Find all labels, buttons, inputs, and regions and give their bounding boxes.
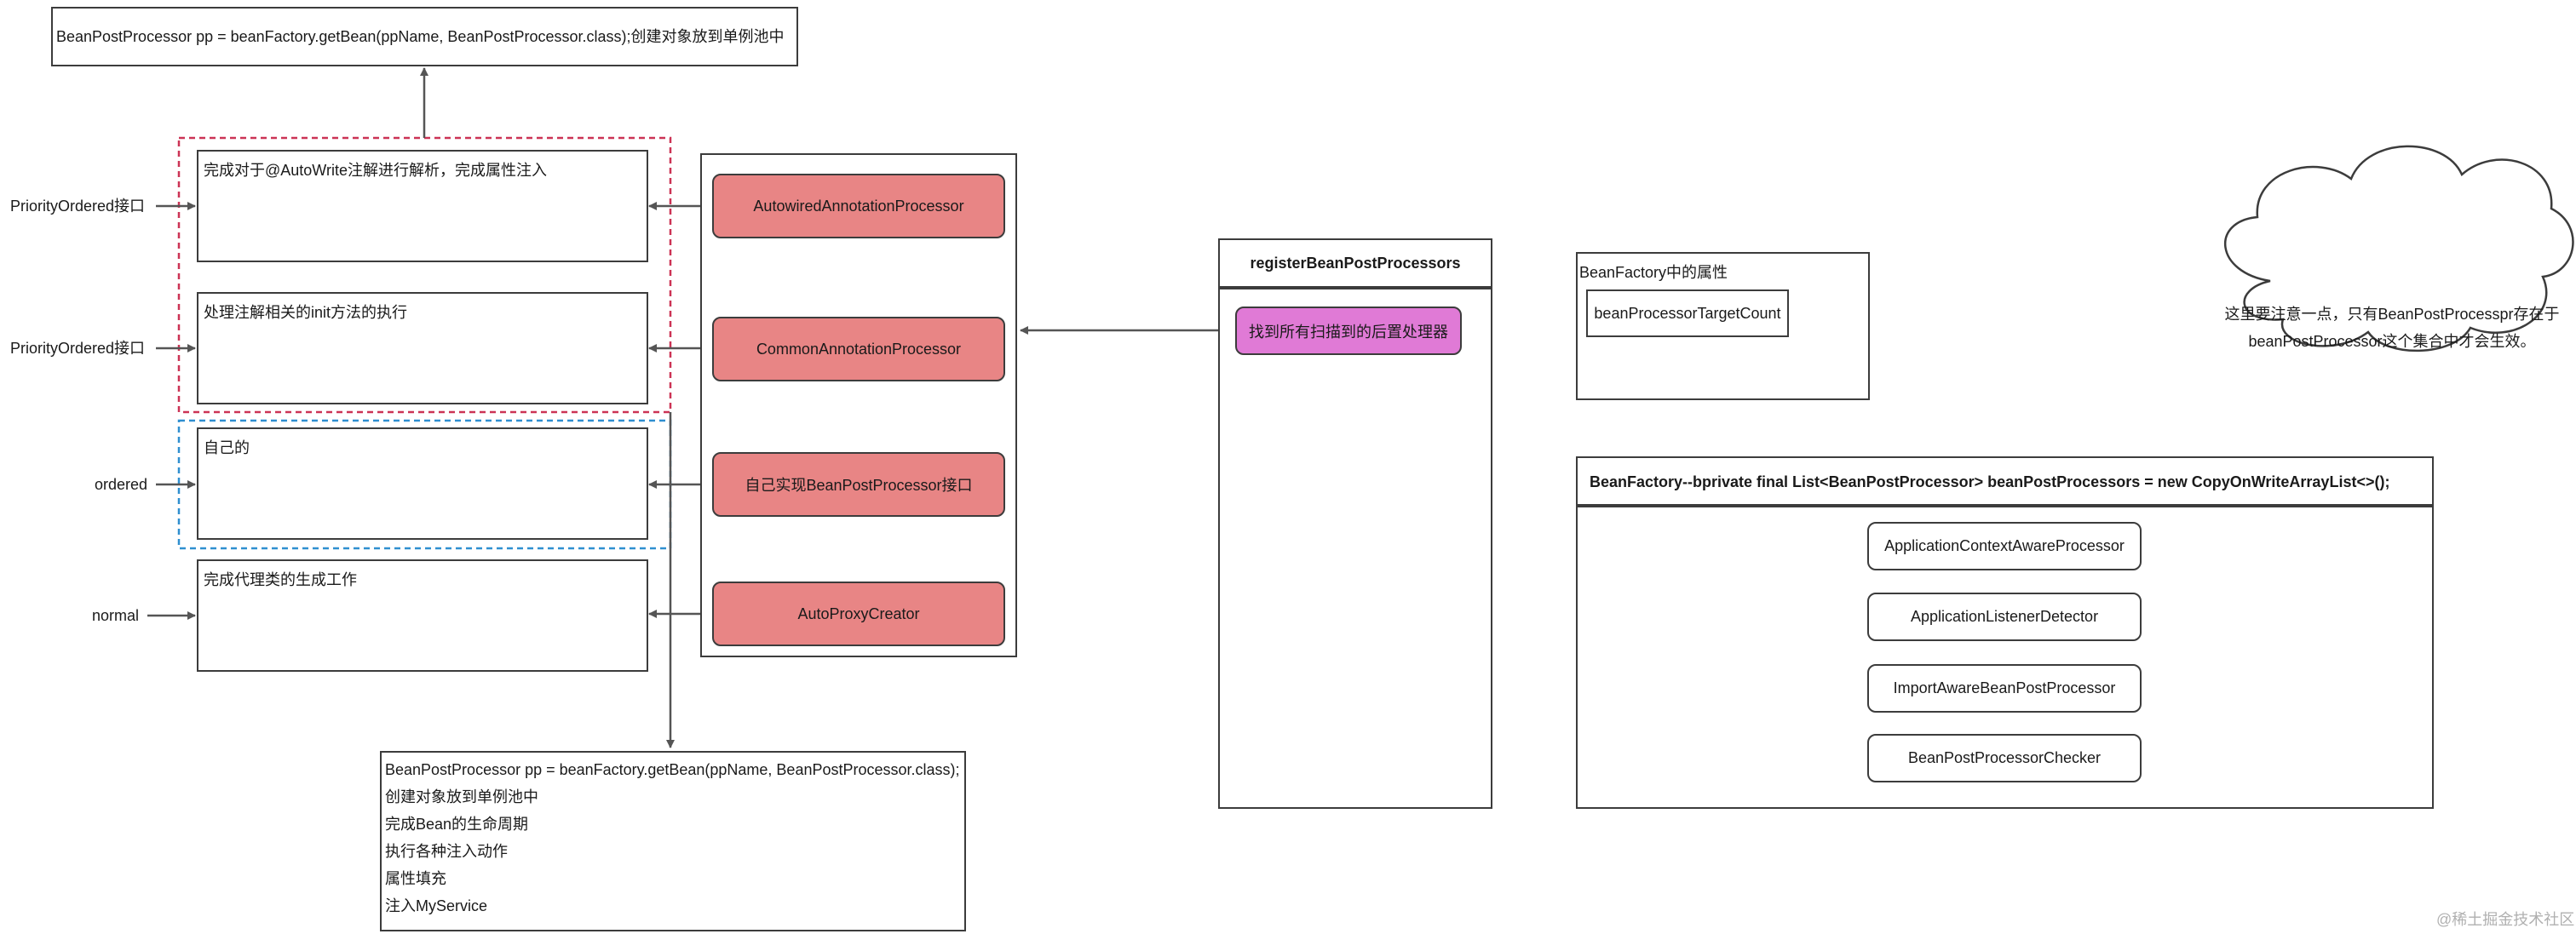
processor-auto-proxy: AutoProxyCreator <box>712 582 1005 646</box>
top-code-box: BeanPostProcessor pp = beanFactory.getBe… <box>51 7 798 66</box>
list-item-application-listener-detector: ApplicationListenerDetector <box>1867 593 2142 641</box>
bean-processor-target-count: beanProcessorTargetCount <box>1586 289 1789 337</box>
list-item-label: ApplicationListenerDetector <box>1910 608 2099 625</box>
top-code-text: BeanPostProcessor pp = beanFactory.getBe… <box>56 28 785 45</box>
processor-label: 自己实现BeanPostProcessor接口 <box>745 477 973 494</box>
bottom-line-1: BeanPostProcessor pp = beanFactory.getBe… <box>385 761 960 778</box>
register-divider <box>1220 286 1491 289</box>
bean-factory-attr-title: BeanFactory中的属性 <box>1579 264 1728 281</box>
stage-box-autowire: 完成对于@AutoWrite注解进行解析，完成属性注入 <box>197 150 648 262</box>
bean-factory-attr-box: BeanFactory中的属性 beanProcessorTargetCount <box>1576 252 1870 400</box>
stage-box-init: 处理注解相关的init方法的执行 <box>197 292 648 404</box>
list-item-label: ApplicationContextAwareProcessor <box>1884 537 2125 554</box>
bottom-line-5: 属性填充 <box>385 870 446 887</box>
processor-label: AutowiredAnnotationProcessor <box>753 197 964 215</box>
stage-text: 自己的 <box>204 439 250 456</box>
bottom-line-3: 完成Bean的生命周期 <box>385 816 529 833</box>
stage-box-own: 自己的 <box>197 427 648 540</box>
list-box-divider <box>1578 504 2432 507</box>
stage-text: 处理注解相关的init方法的执行 <box>204 304 408 321</box>
watermark: @稀土掘金技术社区 <box>2436 911 2575 928</box>
list-item-bean-post-processor-checker: BeanPostProcessorChecker <box>1867 734 2142 782</box>
bottom-code-box: BeanPostProcessor pp = beanFactory.getBe… <box>380 751 966 931</box>
cloud-note: 这里要注意一点，只有BeanPostProcesspr存在于 beanPostP… <box>2213 301 2571 355</box>
processor-label: AutoProxyCreator <box>797 605 920 622</box>
list-item-import-aware: ImportAwareBeanPostProcessor <box>1867 664 2142 713</box>
register-title: registerBeanPostProcessors <box>1250 255 1461 272</box>
processor-label: CommonAnnotationProcessor <box>756 340 962 358</box>
processor-custom: 自己实现BeanPostProcessor接口 <box>712 452 1005 517</box>
list-item-label: ImportAwareBeanPostProcessor <box>1893 679 2116 696</box>
label-ordered: ordered <box>95 476 148 493</box>
bean-processor-target-count-label: beanProcessorTargetCount <box>1594 305 1781 322</box>
bean-post-processors-list-title: BeanFactory--bprivate final List<BeanPos… <box>1590 473 2390 490</box>
list-item-label: BeanPostProcessorChecker <box>1907 749 2102 766</box>
bottom-line-6: 注入MyService <box>385 897 488 914</box>
cloud-note-line-2: beanPostProcessor这个集合中才会生效。 <box>2248 333 2536 350</box>
register-item: 找到所有扫描到的后置处理器 <box>1235 307 1462 355</box>
list-item-application-context-aware: ApplicationContextAwareProcessor <box>1867 522 2142 570</box>
register-item-label: 找到所有扫描到的后置处理器 <box>1249 323 1448 341</box>
processor-common: CommonAnnotationProcessor <box>712 317 1005 381</box>
cloud-shape <box>2224 145 2574 352</box>
stage-text: 完成对于@AutoWrite注解进行解析，完成属性注入 <box>204 162 547 179</box>
stage-box-proxy: 完成代理类的生成工作 <box>197 559 648 672</box>
label-priority-ordered-2: PriorityOrdered接口 <box>10 340 146 357</box>
stage-text: 完成代理类的生成工作 <box>204 571 357 588</box>
bottom-line-2: 创建对象放到单例池中 <box>385 788 538 805</box>
cloud-note-line-1: 这里要注意一点，只有BeanPostProcesspr存在于 <box>2224 306 2560 323</box>
label-normal: normal <box>92 607 140 624</box>
bottom-line-4: 执行各种注入动作 <box>385 843 508 860</box>
label-priority-ordered-1: PriorityOrdered接口 <box>10 198 146 215</box>
processor-autowired: AutowiredAnnotationProcessor <box>712 174 1005 238</box>
